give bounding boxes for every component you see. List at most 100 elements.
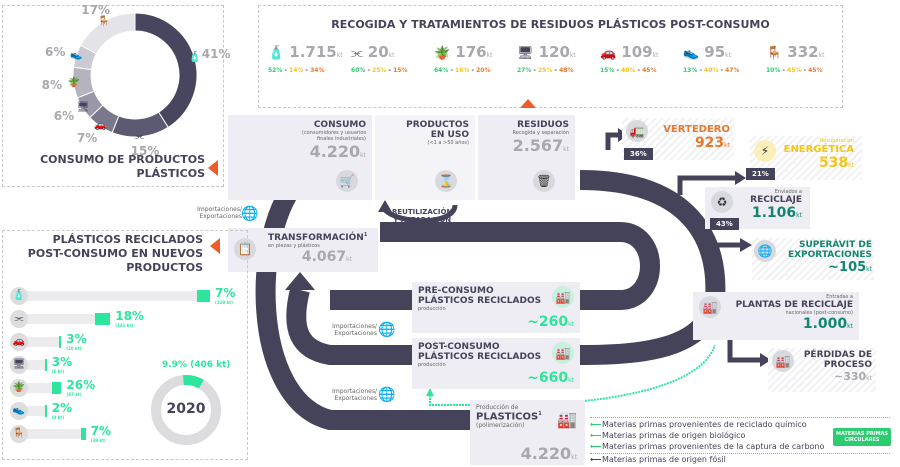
donut-label: 6% bbox=[53, 108, 75, 123]
imports-label: Importaciones/Exportaciones bbox=[332, 323, 377, 337]
trash-icon: 🗑 bbox=[533, 170, 555, 192]
donut-label: 6% bbox=[45, 44, 66, 59]
chair-icon: 🪑 bbox=[10, 425, 28, 443]
pipe-icon: ⫘ bbox=[351, 46, 363, 61]
vertedero-share: 36% bbox=[624, 148, 653, 160]
shoe-icon: 👟 bbox=[10, 402, 28, 420]
pointer-arrow-up bbox=[520, 99, 536, 108]
energia-share: 21% bbox=[746, 168, 775, 180]
shoe-icon: 👟 bbox=[683, 46, 700, 61]
recycled-products-panel bbox=[2, 230, 248, 460]
bar-total bbox=[25, 429, 86, 439]
flow-outer-left bbox=[255, 171, 470, 430]
recycled-total-label: 9.9% (406 kt) bbox=[162, 360, 231, 370]
bar-recycled bbox=[81, 428, 86, 440]
collection-item: 🧴 1.715kt 52% - 14% - 34% bbox=[268, 43, 343, 74]
year-label: 2020 bbox=[166, 401, 206, 417]
shoe-icon: 👟 bbox=[70, 49, 83, 61]
collection-title: RECOGIDA Y TRATAMIENTOS DE RESIDUOS PLÁS… bbox=[331, 18, 770, 31]
bar-total bbox=[25, 406, 47, 416]
computer-icon: 🖥 bbox=[76, 102, 90, 114]
imports-label: Importaciones/Exportaciones bbox=[332, 388, 377, 402]
bar-label: 3%(10 kt) bbox=[66, 332, 87, 351]
document-icon: 📋 bbox=[234, 238, 256, 260]
bar-recycled bbox=[44, 359, 47, 371]
imports-label: Importaciones/Exportaciones bbox=[197, 206, 242, 220]
factory-recycle-icon: 🏭 bbox=[552, 286, 574, 308]
collection-item: 👟 95kt 13% - 40% - 47% bbox=[683, 43, 740, 74]
donut-segment bbox=[79, 12, 136, 55]
collection-item: 🪴 176kt 64% - 16% - 20% bbox=[434, 43, 493, 74]
bar-total bbox=[25, 360, 47, 370]
globe-icon: 🌐 bbox=[241, 206, 259, 222]
donut-label: 8% bbox=[41, 77, 63, 92]
car-icon: 🚗 bbox=[94, 120, 107, 132]
feedstock-item: ⟵Materias primas de origen biológico bbox=[590, 431, 746, 440]
bar-label: 18%(141 kt) bbox=[115, 309, 144, 328]
bar-total bbox=[25, 337, 62, 347]
consumption-panel bbox=[2, 5, 224, 187]
transformacion-box: 📋 TRANSFORMACIÓN1 en piezas y plásticos … bbox=[228, 228, 378, 272]
feedstock-item: ⟵Materias primas provenientes de recicla… bbox=[590, 420, 807, 429]
bar-recycled bbox=[44, 405, 47, 417]
feedstock-item: ⟵Materias primas provenientes de la capt… bbox=[590, 442, 825, 451]
donut-segment bbox=[134, 12, 198, 129]
reciclaje-share: 43% bbox=[710, 218, 739, 230]
flow-post-loop bbox=[286, 287, 412, 365]
recycled-total-ring bbox=[151, 375, 221, 446]
consumo-box: CONSUMO (consumidores y usuarios finales… bbox=[228, 115, 372, 200]
bar-label: 7%(39 kt) bbox=[90, 424, 111, 443]
donut-label: 17% bbox=[81, 2, 110, 17]
plant-icon: 🪴 bbox=[67, 76, 80, 88]
feedstock-item: ⟵Materias primas de origen fósil bbox=[590, 455, 726, 464]
ring-fill bbox=[151, 375, 221, 446]
pointer-arrow bbox=[210, 238, 220, 254]
collection-item: 🚗 109kt 15% - 40% - 45% bbox=[600, 43, 659, 74]
collection-item: 🪑 332kt 10% - 45% - 45% bbox=[766, 43, 825, 74]
donut-label: 15% bbox=[130, 143, 160, 158]
donut-label: 7% bbox=[76, 130, 98, 145]
bar-label: 2%(4 kt) bbox=[51, 401, 73, 420]
plant-icon: 🪴 bbox=[434, 46, 451, 61]
bar-label: 26%(87 kt) bbox=[66, 378, 96, 397]
feedstock-divider bbox=[590, 453, 890, 454]
bar-total bbox=[25, 383, 62, 393]
factory-icon: 🏭 bbox=[772, 350, 794, 372]
flow-inner-loop bbox=[380, 222, 660, 310]
car-icon: 🚗 bbox=[600, 46, 617, 61]
bar-total bbox=[25, 314, 111, 324]
bar-label: 7%(119 kt) bbox=[215, 286, 236, 305]
bottle-icon: 🧴 bbox=[268, 46, 285, 61]
pointer-arrow bbox=[208, 160, 218, 176]
collection-panel bbox=[258, 5, 843, 108]
computer-icon: 🖥 bbox=[10, 356, 28, 374]
lightning-icon: ⚡ bbox=[754, 140, 776, 162]
car-icon: 🚗 bbox=[10, 333, 28, 351]
consumption-donut bbox=[72, 12, 198, 138]
feedstock-divider bbox=[590, 417, 890, 418]
recycle-bin-icon: ♻ bbox=[711, 191, 733, 213]
collection-item: ⫘ 20kt 60% - 25% - 15% bbox=[351, 43, 408, 74]
globe-icon: 🌐 bbox=[378, 387, 396, 403]
bar-total bbox=[25, 291, 210, 301]
chair-icon: 🪑 bbox=[766, 46, 783, 61]
computer-icon: 🖥 bbox=[517, 46, 534, 61]
factory-recycle-icon: 🏭 bbox=[699, 296, 721, 318]
hourglass-icon: ⌛ bbox=[435, 170, 457, 192]
bar-recycled bbox=[94, 313, 111, 325]
chair-icon: 🪑 bbox=[97, 15, 110, 27]
plant-icon: 🪴 bbox=[10, 379, 28, 397]
bar-label: 3%(6 kt) bbox=[51, 355, 73, 374]
pipe-icon: ⫘ bbox=[134, 130, 144, 142]
